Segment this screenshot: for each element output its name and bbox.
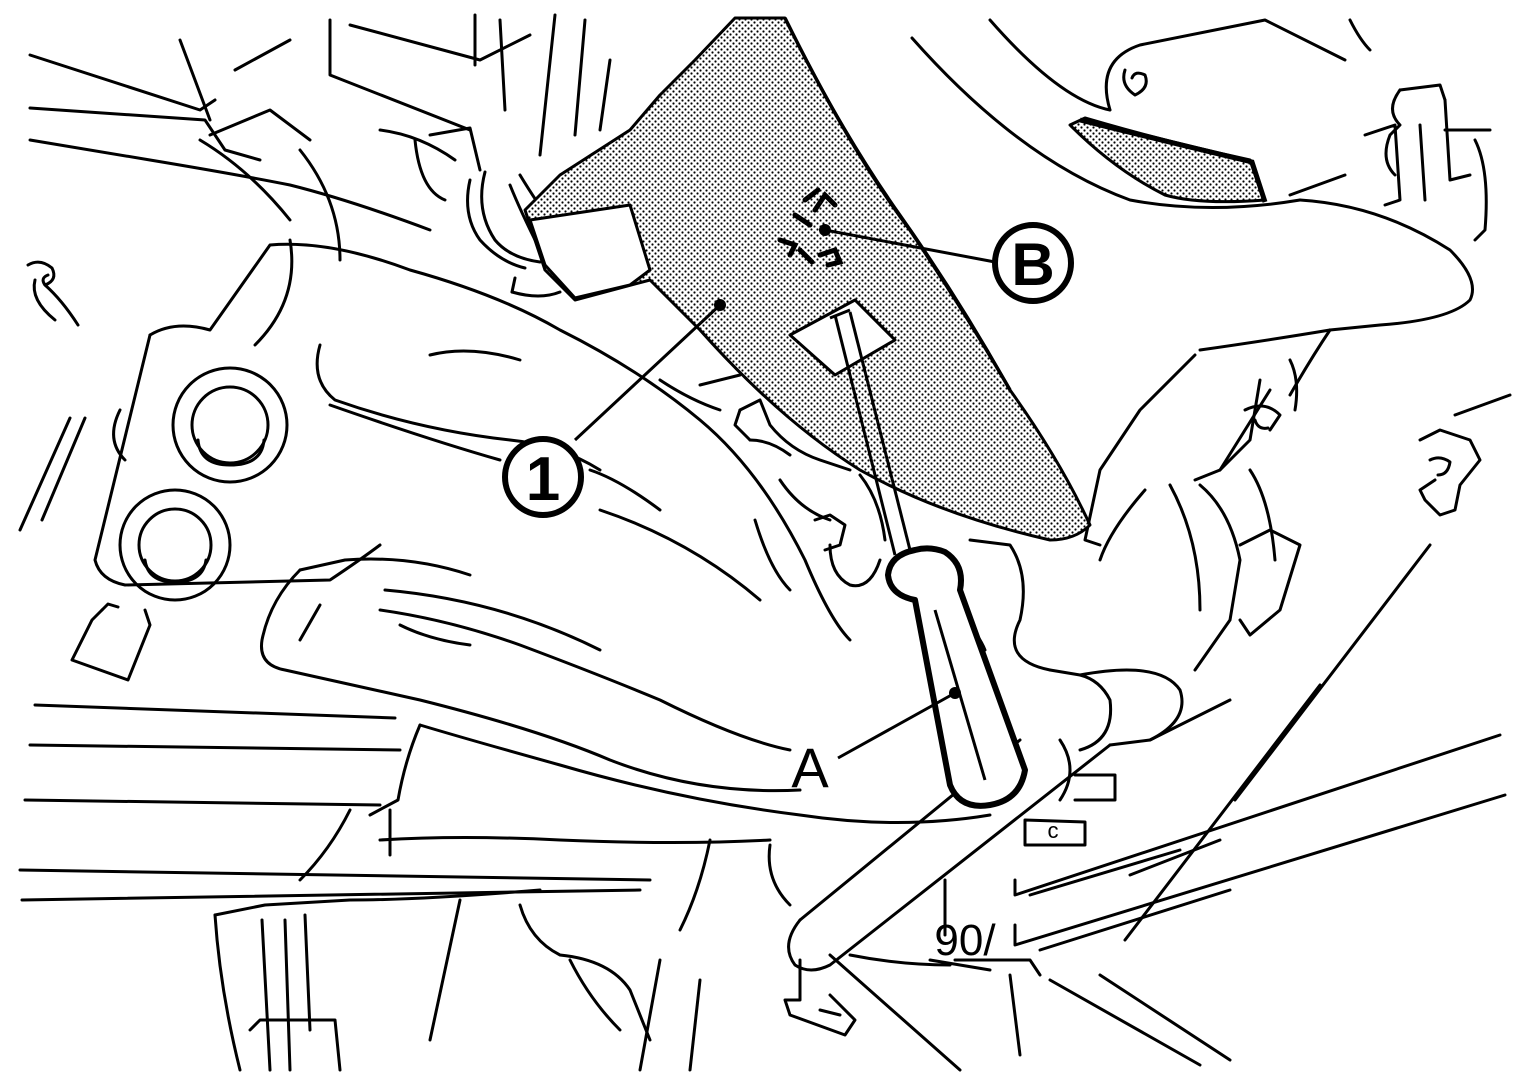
screwdriver bbox=[829, 308, 1028, 809]
leader-b bbox=[824, 228, 996, 264]
label-a: A bbox=[791, 736, 829, 799]
stamp-mark: 90/ bbox=[934, 916, 996, 965]
clip-marks bbox=[777, 187, 844, 268]
upper-left-components bbox=[28, 13, 612, 262]
bolt-hole-upper bbox=[171, 366, 289, 484]
bracket bbox=[733, 398, 887, 592]
leader-lines bbox=[573, 228, 996, 760]
lower-right-brace bbox=[767, 543, 1507, 1072]
shaded-protector bbox=[523, 16, 1092, 542]
clamp bbox=[466, 170, 562, 298]
callout-circle-b bbox=[992, 222, 1074, 304]
bolt-holes bbox=[118, 366, 289, 602]
leader-1 bbox=[573, 303, 722, 442]
lower-frame bbox=[18, 703, 712, 1072]
small-mark-c: c bbox=[1048, 818, 1059, 843]
upper-right-components bbox=[910, 18, 1512, 802]
left-clips bbox=[18, 260, 152, 682]
callout-label-b: B bbox=[1011, 231, 1054, 298]
bolt-hole-lower bbox=[118, 488, 232, 602]
leader-point-1 bbox=[714, 299, 726, 311]
leader-point-a bbox=[949, 687, 961, 699]
callout-circle-1 bbox=[502, 436, 584, 518]
leader-a bbox=[837, 691, 956, 760]
leader-point-b bbox=[819, 224, 831, 236]
callout-label-1: 1 bbox=[526, 445, 560, 514]
cross-member bbox=[93, 238, 992, 844]
